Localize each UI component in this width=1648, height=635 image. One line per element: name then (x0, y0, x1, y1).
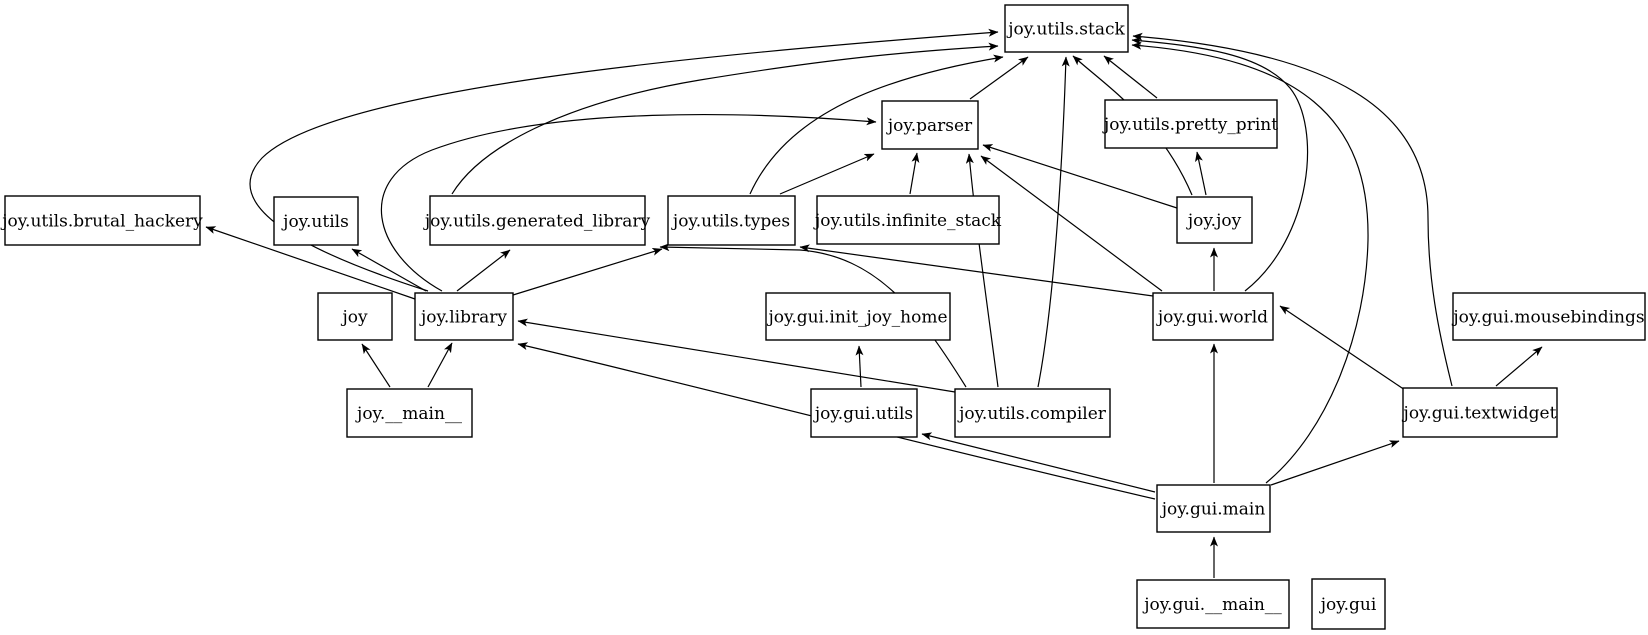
edge-joy_gui_world-to-joy_parser (980, 155, 1163, 292)
node-joy_gui_textwidget: joy.gui.textwidget (1402, 387, 1558, 438)
edge-joy_gui_main-to-joy_gui_utils (921, 432, 1156, 493)
node-box-joy_utils_brutal_hackery (4, 195, 201, 246)
edge-joy_library-to-joy_utils_generated_library (456, 249, 511, 292)
node-joy_joy: joy.joy (1176, 196, 1253, 244)
node-box-joy_gui_textwidget (1402, 387, 1558, 438)
node-box-joy_utils_generated_library (429, 195, 646, 246)
node-joy_gui_utils: joy.gui.utils (810, 388, 918, 438)
edge-joy_library-to-joy_utils_stack (249, 28, 999, 292)
node-label-joy_parser: joy.parser (886, 116, 973, 136)
node-joy_main: joy.__main__ (346, 388, 473, 438)
node-box-joy_parser (881, 100, 979, 150)
node-box-joy_gui_init_joy_home (765, 292, 951, 341)
node-joy_gui_mousebindings: joy.gui.mousebindings (1451, 292, 1646, 341)
node-box-joy_utils_pretty_print (1104, 99, 1278, 149)
edge-joy_library-to-joy_utils_brutal_hackery (205, 226, 416, 300)
edge-joy_parser-to-joy_utils_stack (969, 56, 1029, 100)
node-joy_utils_pretty_print: joy.utils.pretty_print (1102, 99, 1278, 149)
node-label-joy_gui_main_module: joy.gui.__main__ (1142, 595, 1282, 615)
node-joy_utils_compiler: joy.utils.compiler (954, 388, 1111, 438)
edge-joy_utils_pretty_print-to-joy_utils_stack (1103, 55, 1158, 99)
edge-joy_gui_textwidget-to-joy_gui_world (1279, 305, 1406, 391)
edge-joy_joy-to-joy_utils_pretty_print (1195, 151, 1207, 196)
node-box-joy_gui (1311, 578, 1386, 630)
node-joy_utils_generated_library: joy.utils.generated_library (423, 195, 651, 246)
node-joy_parser: joy.parser (881, 100, 979, 150)
node-label-joy_utils: joy.utils (281, 212, 349, 232)
node-box-joy (317, 292, 393, 341)
edge-joy_utils_types-to-joy_parser (779, 153, 875, 195)
node-box-joy_gui_main (1156, 484, 1271, 533)
node-label-joy_gui_mousebindings: joy.gui.mousebindings (1451, 308, 1644, 328)
node-joy_utils_types: joy.utils.types (667, 195, 796, 246)
node-joy_gui_main: joy.gui.main (1156, 484, 1271, 533)
node-box-joy_utils_types (667, 195, 796, 246)
node-box-joy_utils_compiler (954, 388, 1111, 438)
edge-joy_utils_types-to-joy_utils_stack (749, 54, 1004, 195)
edges-layer (205, 28, 1543, 578)
node-box-joy_gui_mousebindings (1452, 292, 1646, 341)
node-joy_gui_main_module: joy.gui.__main__ (1136, 579, 1290, 629)
node-box-joy_library (414, 292, 514, 341)
edge-joy_gui_textwidget-to-joy_utils_stack (1132, 32, 1453, 387)
edge-joy_utils_infinite_stack-to-joy_parser (909, 152, 920, 195)
node-joy_utils_stack: joy.utils.stack (1004, 4, 1129, 53)
node-label-joy_utils_infinite_stack: joy.utils.infinite_stack (813, 211, 1002, 231)
edge-joy_gui_utils-to-joy_gui_init_joy_home (855, 345, 864, 388)
node-box-joy_gui_main_module (1136, 579, 1290, 629)
node-joy_utils_brutal_hackery: joy.utils.brutal_hackery (0, 195, 203, 246)
node-box-joy_gui_world (1152, 292, 1274, 341)
node-box-joy_utils_stack (1004, 4, 1129, 53)
node-box-joy_utils (273, 196, 359, 246)
node-label-joy: joy (340, 308, 368, 328)
edge-joy_gui_main-to-joy_utils_stack (1131, 41, 1369, 484)
node-label-joy_utils_generated_library: joy.utils.generated_library (423, 212, 651, 232)
edge-joy_gui_textwidget-to-joy_gui_mousebindings (1495, 346, 1543, 387)
node-label-joy_utils_types: joy.utils.types (671, 212, 790, 232)
edge-joy_gui_main-to-joy_gui_textwidget (1270, 440, 1400, 486)
node-joy_library: joy.library (414, 292, 514, 341)
node-label-joy_main: joy.__main__ (355, 404, 462, 424)
node-label-joy_library: joy.library (419, 308, 507, 328)
node-joy_utils_infinite_stack: joy.utils.infinite_stack (813, 195, 1002, 245)
node-joy_gui_init_joy_home: joy.gui.init_joy_home (765, 292, 951, 341)
node-label-joy_gui: joy.gui (1319, 595, 1377, 615)
edge-joy_gui_world-to-joy_utils_stack (1131, 36, 1309, 292)
edge-joy_main-to-joy (361, 343, 391, 388)
edge-joy_utils_compiler-to-joy_library (517, 318, 956, 393)
node-box-joy_gui_utils (810, 388, 918, 438)
node-label-joy_gui_main: joy.gui.main (1160, 500, 1266, 520)
edge-joy_gui_main-to-joy_library (517, 342, 1156, 500)
node-box-joy_main (346, 388, 473, 438)
node-label-joy_utils_brutal_hackery: joy.utils.brutal_hackery (0, 212, 203, 232)
node-joy_gui: joy.gui (1311, 578, 1386, 630)
edge-joy_library-to-joy_utils (351, 248, 427, 292)
node-box-joy_joy (1176, 196, 1253, 244)
node-label-joy_utils_compiler: joy.utils.compiler (957, 404, 1107, 424)
edge-joy_utils_compiler-to-joy_utils_generated_library (659, 243, 967, 388)
node-label-joy_gui_world: joy.gui.world (1156, 308, 1268, 328)
edge-joy_utils_compiler-to-joy_utils_stack (1037, 56, 1070, 388)
node-label-joy_utils_pretty_print: joy.utils.pretty_print (1102, 115, 1278, 135)
edge-joy_library-to-joy_parser (380, 113, 877, 292)
node-label-joy_gui_utils: joy.gui.utils (813, 404, 913, 424)
edge-joy_main-to-joy_library (427, 342, 453, 388)
node-joy_utils: joy.utils (273, 196, 359, 246)
node-label-joy_joy: joy.joy (1186, 211, 1242, 231)
edge-joy_joy-to-joy_parser (982, 144, 1178, 209)
node-joy: joy (317, 292, 393, 341)
node-label-joy_gui_init_joy_home: joy.gui.init_joy_home (766, 308, 947, 328)
node-label-joy_utils_stack: joy.utils.stack (1006, 20, 1125, 40)
node-label-joy_gui_textwidget: joy.gui.textwidget (1402, 404, 1557, 424)
edge-joy_utils_generated_library-to-joy_utils_stack (451, 42, 999, 195)
edge-joy_gui_world-to-joy_utils_types (799, 244, 1154, 297)
nodes-layer: joy.utils.stack joy.parser joy.utils.prett… (0, 4, 1646, 630)
node-joy_gui_world: joy.gui.world (1152, 292, 1274, 341)
edge-joy_utils_compiler-to-joy_parser (965, 153, 999, 388)
edge-joy_library-to-joy_utils_types (512, 247, 663, 296)
node-box-joy_utils_infinite_stack (816, 195, 1000, 245)
